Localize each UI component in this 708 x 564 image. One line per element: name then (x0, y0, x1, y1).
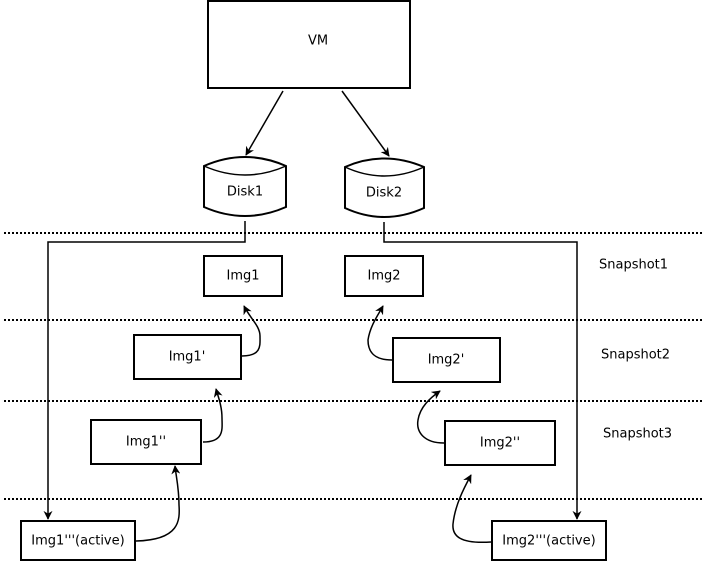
svg-text:Img1: Img1 (226, 269, 259, 284)
disk2-node: Disk2 (344, 157, 425, 218)
img2-active-node: Img2'''(active) (491, 520, 607, 561)
img2-prime-to-img2-arrow (367, 305, 393, 361)
img1-active-node: Img1'''(active) (20, 520, 136, 561)
svg-text:Img1'': Img1'' (126, 435, 166, 450)
svg-text:Img2: Img2 (367, 269, 400, 284)
snapshot3-label: Snapshot3 (603, 427, 672, 442)
img1-prime-to-img1-arrow (241, 305, 261, 357)
svg-text:Img2'''(active): Img2'''(active) (502, 534, 595, 549)
snapshot1-label: Snapshot1 (599, 258, 668, 273)
disk1-label: Disk1 (227, 185, 263, 200)
disk1-to-img1-active-arrow (43, 221, 246, 520)
img1-double-prime-to-img1-prime-arrow (202, 388, 223, 443)
img1-double-prime-node: Img1'' (90, 419, 202, 465)
vm-node: VM (207, 0, 411, 89)
disk2-to-img2-active-arrow (383, 222, 582, 520)
svg-text:Img2': Img2' (428, 353, 465, 368)
vm-to-disk1-arrow (245, 90, 284, 156)
img2-node: Img2 (344, 255, 424, 297)
svg-text:Img1'''(active): Img1'''(active) (31, 534, 124, 549)
vm-to-disk2-arrow (341, 90, 390, 157)
disk2-label: Disk2 (366, 186, 402, 201)
img1-active-to-img1-double-prime-arrow (135, 465, 181, 542)
disk1-node: Disk1 (203, 156, 287, 217)
img1-prime-node: Img1' (133, 334, 242, 380)
img2-active-to-img2-double-prime-arrow (452, 474, 492, 544)
vm-label: VM (308, 34, 328, 49)
img2-prime-node: Img2' (392, 337, 501, 383)
img2-double-prime-node: Img2'' (444, 420, 556, 466)
snapshot2-label: Snapshot2 (601, 348, 670, 363)
svg-text:Img2'': Img2'' (480, 436, 520, 451)
img2-double-prime-to-img2-prime-arrow (416, 390, 445, 444)
svg-text:Img1': Img1' (169, 350, 206, 365)
img1-node: Img1 (203, 255, 283, 297)
